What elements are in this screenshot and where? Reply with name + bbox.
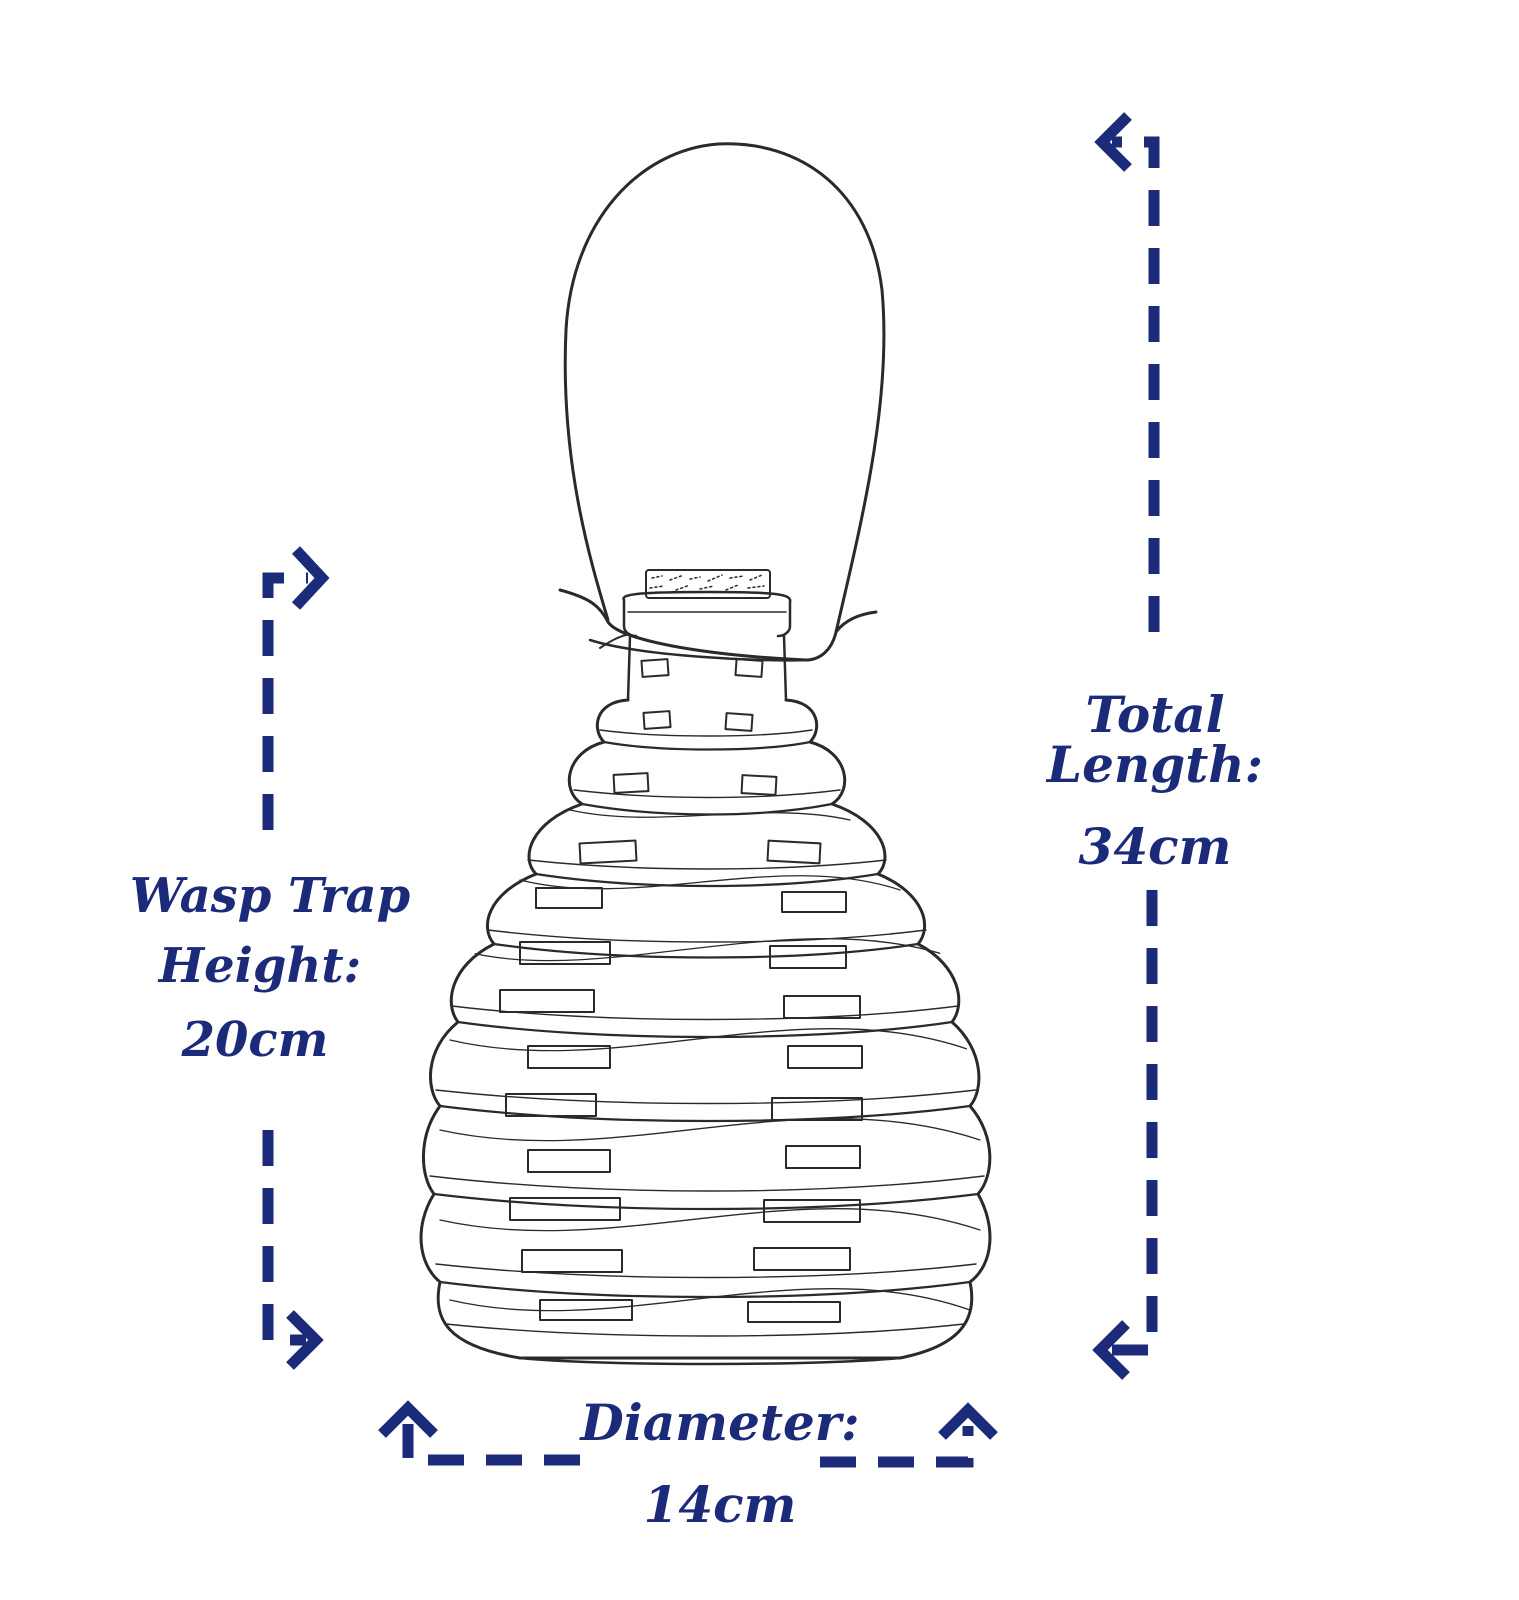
- dimension-markers: [262, 112, 1160, 1468]
- wire-neck-wrap: [558, 588, 878, 662]
- diameter-left-arrow-icon: [378, 1400, 438, 1438]
- cork-stopper: [645, 569, 771, 599]
- height-label-caption: Height:: [158, 938, 362, 994]
- diameter-label: Diameter: 14cm: [560, 1398, 880, 1530]
- total-length-caption: Total Length:: [1046, 685, 1264, 794]
- wire-handle: [563, 142, 886, 634]
- total-length-bottom-arrow-icon: [1092, 1320, 1130, 1380]
- height-bottom-arrow-icon: [286, 1310, 324, 1370]
- total-length-top-arrow-icon: [1094, 112, 1132, 172]
- wasp-trap-sketch: [419, 142, 992, 1366]
- total-length-value: 34cm: [1078, 817, 1232, 876]
- height-top-arrow-icon: [291, 546, 330, 610]
- height-label: Wasp Trap Height: 20cm: [120, 872, 420, 1064]
- diameter-dimension-line: [378, 1400, 998, 1468]
- height-dimension-line: [262, 546, 330, 1370]
- jar-rings: [429, 729, 985, 1337]
- jar-base: [518, 1356, 902, 1366]
- jar-body-outline: [419, 698, 992, 1360]
- jar-glass-strands: [439, 809, 981, 1312]
- diameter-right-arrow-icon: [938, 1402, 998, 1440]
- jar-openings: [499, 658, 863, 1323]
- total-length-dimension-line: [1092, 112, 1160, 1380]
- height-label-title: Wasp Trap: [129, 868, 411, 924]
- diameter-value: 14cm: [643, 1475, 797, 1534]
- diameter-caption: Diameter:: [580, 1393, 860, 1452]
- total-length-label: Total Length: 34cm: [990, 690, 1320, 872]
- height-value: 20cm: [181, 1012, 329, 1068]
- jar-neck: [622, 590, 792, 702]
